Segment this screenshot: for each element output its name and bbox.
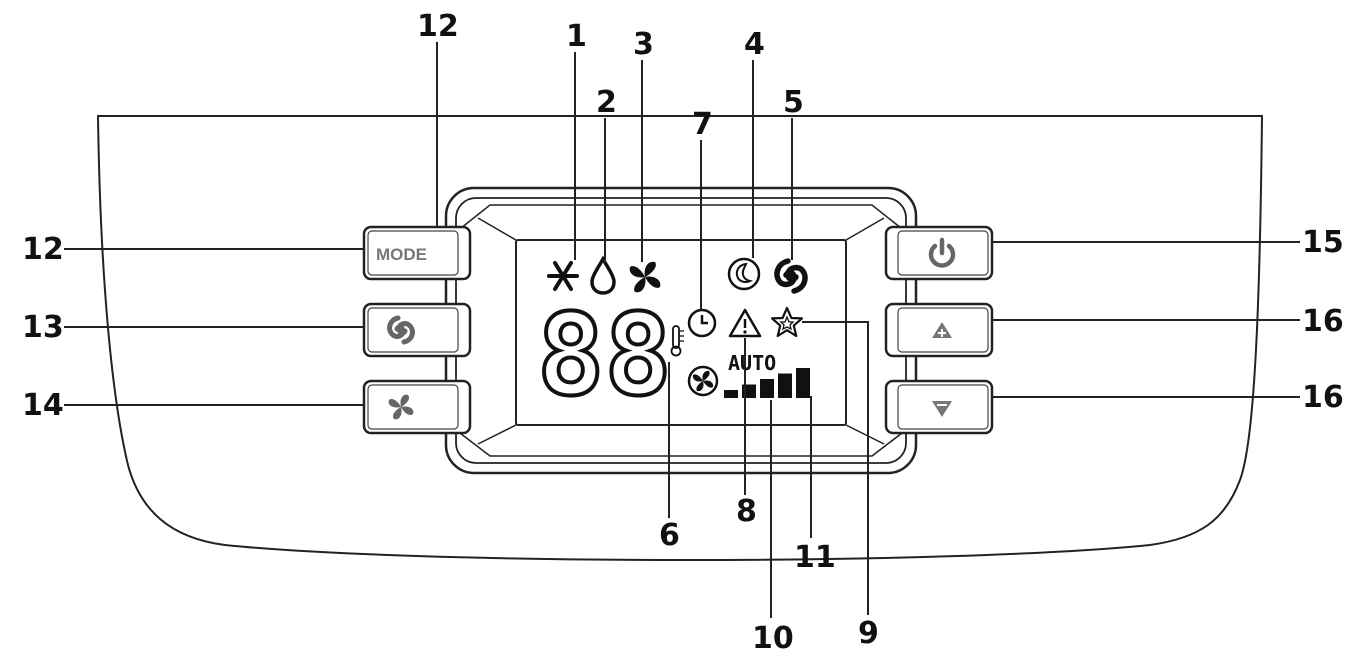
fan-speed-button[interactable] — [362, 379, 472, 435]
fan-icon — [388, 394, 414, 420]
callout-2: 2 — [596, 85, 617, 120]
callout-5: 5 — [783, 85, 804, 120]
callout-13: 13 — [22, 310, 64, 345]
fan-icon — [629, 261, 661, 293]
temp-down-button[interactable] — [884, 379, 994, 435]
callout-16-bottom: 16 — [1302, 380, 1344, 415]
callout-12-top: 12 — [417, 9, 459, 44]
warning-icon — [728, 308, 762, 338]
fan-level-bar — [778, 373, 792, 398]
fan-level-bar — [796, 368, 810, 398]
mode-button-label: MODE — [376, 245, 427, 264]
water-drop-icon — [590, 255, 616, 295]
snowflake-icon — [547, 261, 579, 291]
callout-12-left: 12 — [22, 232, 64, 267]
callout-1: 1 — [566, 19, 587, 54]
swing-icon — [774, 258, 808, 294]
callout-3: 3 — [633, 27, 654, 62]
mode-button[interactable]: MODE — [362, 225, 472, 281]
sleep-icon — [727, 257, 761, 291]
temperature-digits: 88 — [537, 291, 672, 421]
temp-up-button[interactable] — [884, 302, 994, 358]
callout-16-top: 16 — [1302, 304, 1344, 339]
callout-11: 11 — [794, 540, 836, 575]
callout-8: 8 — [736, 494, 757, 529]
lcd-screen — [515, 239, 847, 426]
callout-10: 10 — [752, 621, 794, 656]
callout-4: 4 — [744, 27, 765, 62]
fan-speed-indicator-icon — [687, 365, 719, 397]
fan-level-bar — [760, 379, 774, 398]
swing-button[interactable] — [362, 302, 472, 358]
power-icon — [928, 237, 956, 268]
leader-lines — [64, 42, 1300, 618]
callout-15: 15 — [1302, 225, 1344, 260]
power-button[interactable] — [884, 225, 994, 281]
auto-label: AUTO — [728, 351, 776, 375]
thermometer-icon — [670, 325, 684, 357]
callout-7: 7 — [692, 107, 713, 142]
callout-9: 9 — [858, 616, 879, 651]
star-icon — [770, 306, 804, 338]
fan-level-bar — [724, 390, 738, 398]
swing-icon — [387, 315, 415, 345]
arrow-up-icon — [932, 322, 952, 338]
callout-14: 14 — [22, 388, 64, 423]
arrow-down-icon — [932, 401, 952, 417]
callout-numbers: 1 2 3 4 5 7 6 8 10 11 9 12 12 13 14 15 1… — [22, 9, 1344, 656]
callout-6: 6 — [659, 518, 680, 553]
